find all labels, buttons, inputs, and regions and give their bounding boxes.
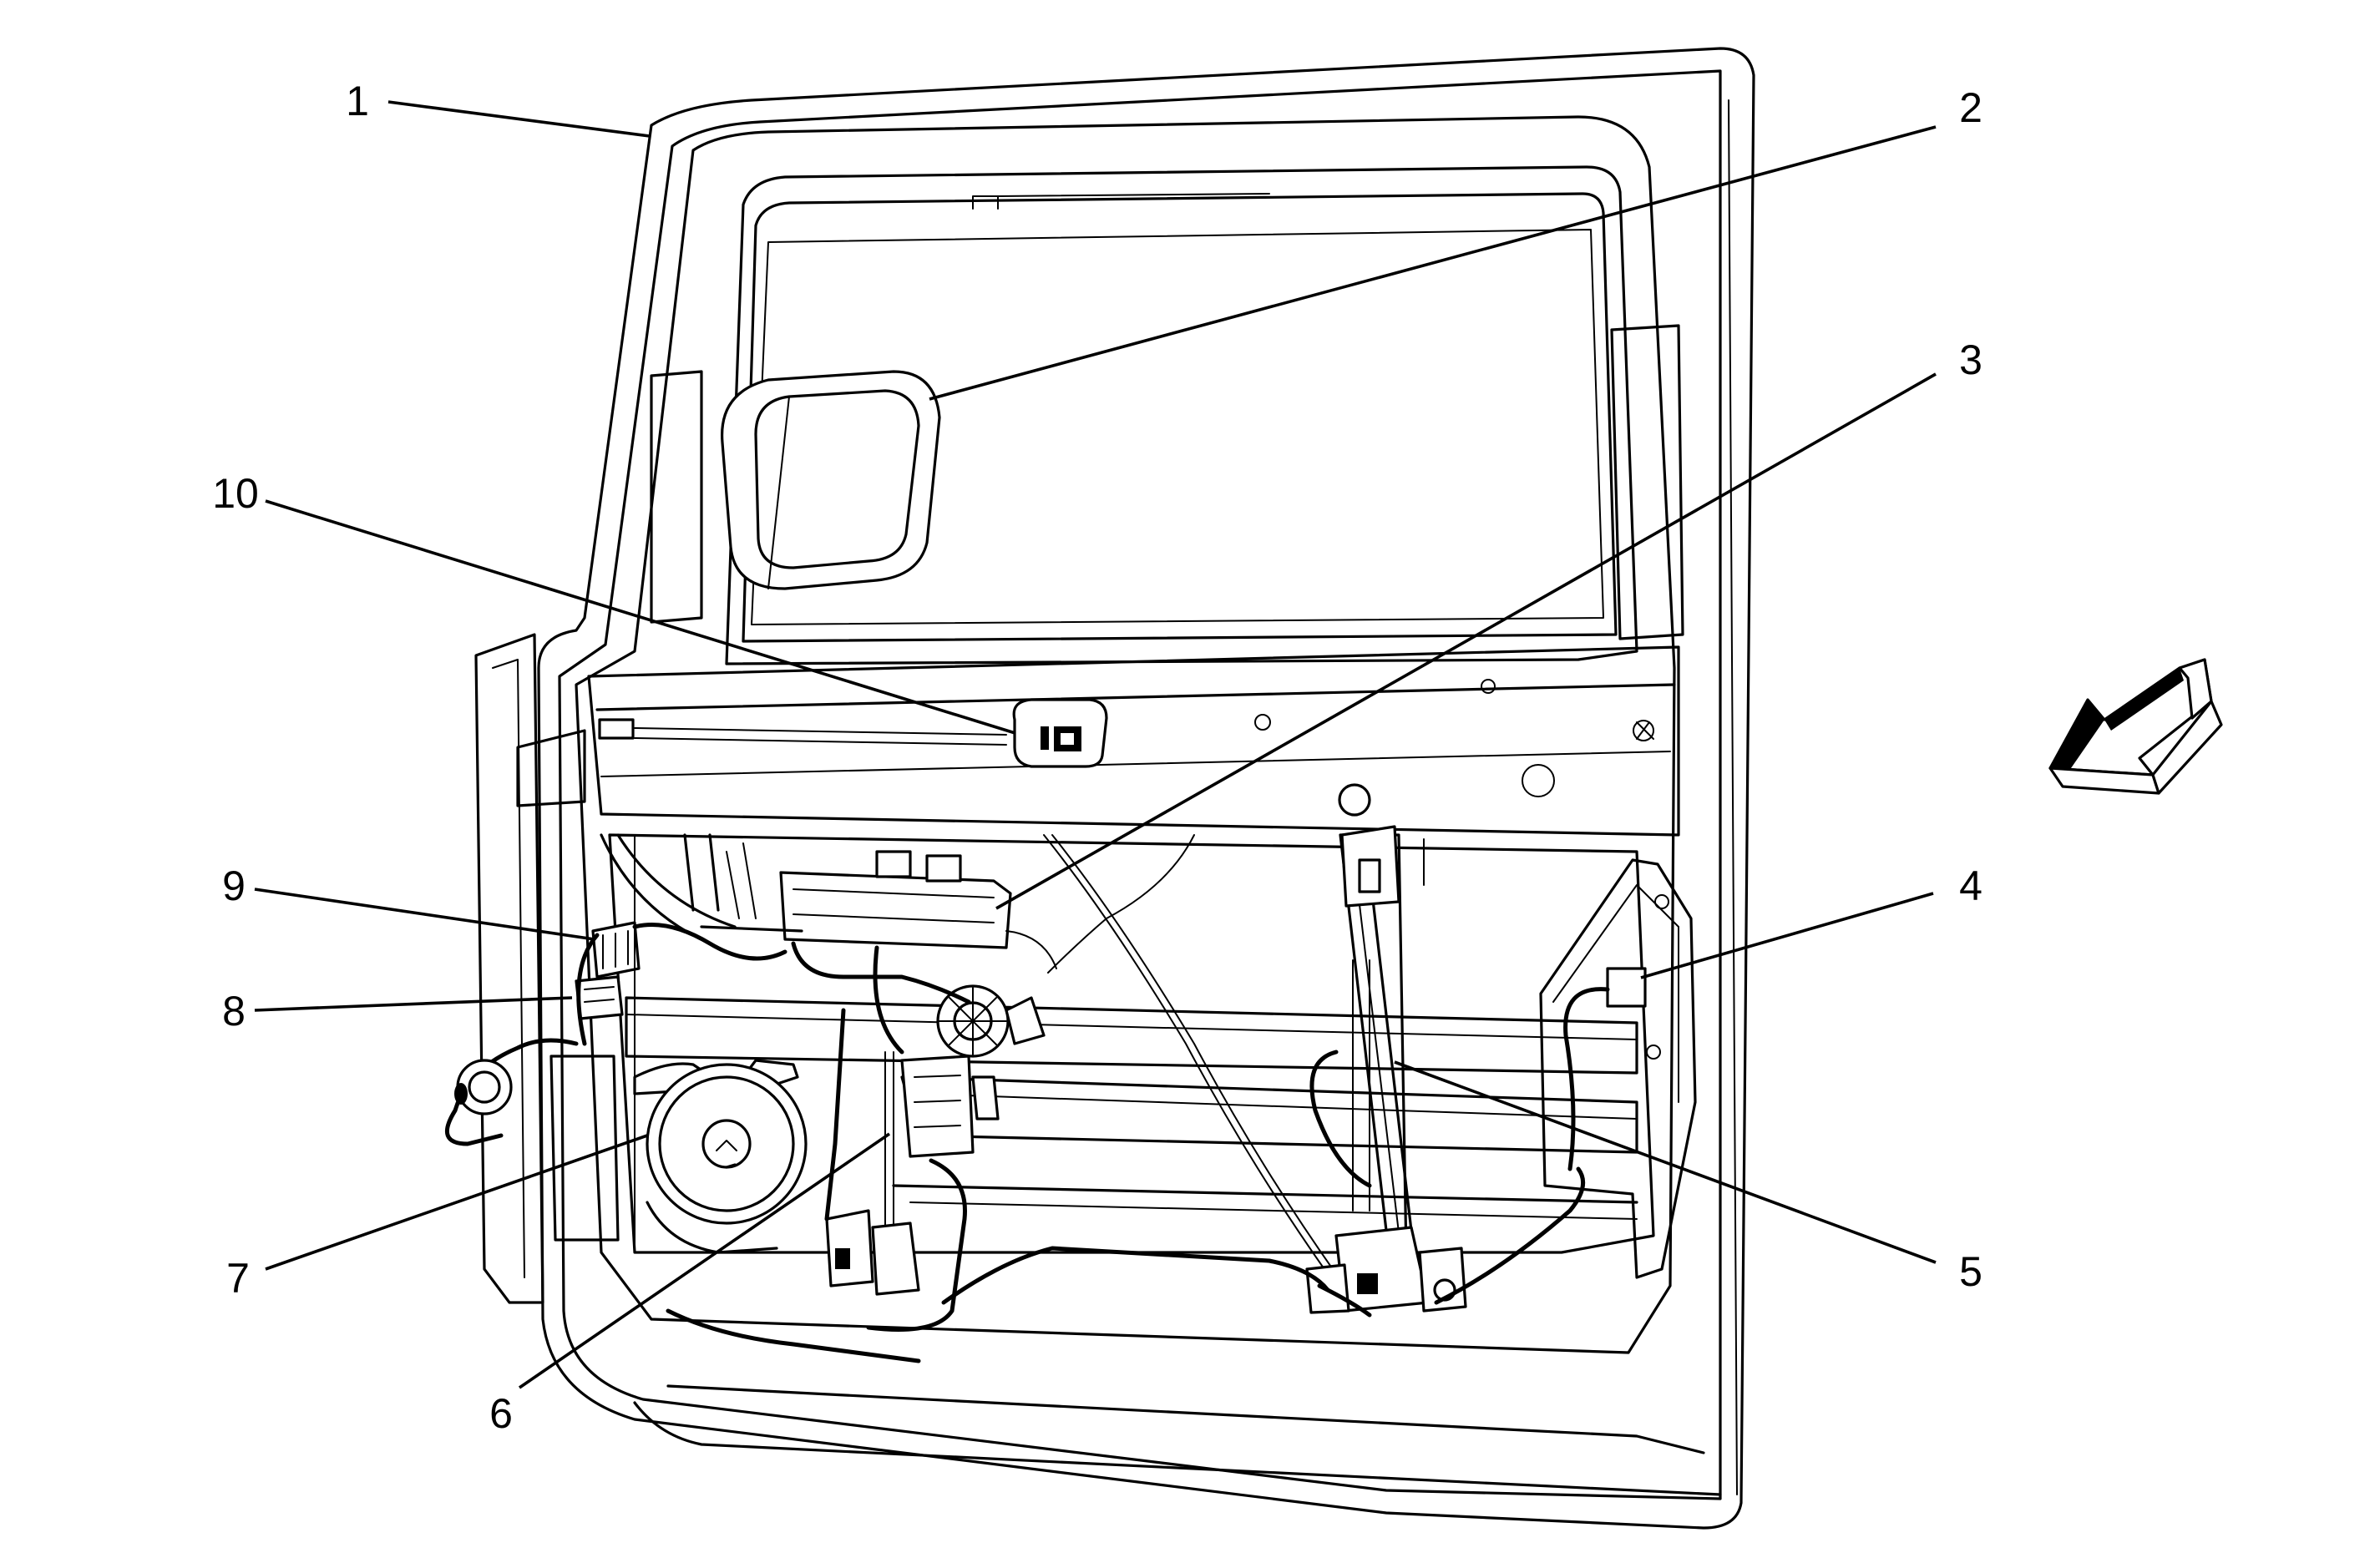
leader-lines	[254, 100, 1937, 1389]
module-harness	[666, 850, 1586, 1363]
leader-10	[265, 499, 1021, 736]
callout-9: 9	[222, 862, 246, 909]
leader-7	[265, 1134, 648, 1271]
window-frame	[650, 165, 1684, 665]
leader-2	[929, 125, 1937, 401]
callout-labels: 1 2 3 4 5 6 7 8 9 10	[212, 78, 1982, 1437]
leader-9	[254, 888, 595, 941]
left-harness	[445, 833, 787, 1146]
door-lock-actuator	[1012, 698, 1108, 768]
callout-4: 4	[1959, 862, 1982, 909]
lower-panel	[608, 833, 1655, 1254]
door-latch	[1539, 858, 1697, 1279]
callout-7: 7	[226, 1255, 250, 1302]
panel-details	[634, 834, 1425, 1253]
callout-5: 5	[1959, 1248, 1982, 1295]
door-shell	[474, 47, 1755, 1530]
window-motor	[825, 984, 1046, 1296]
leader-1	[387, 100, 651, 138]
window-regulator	[1043, 825, 1467, 1314]
outside-mirror	[721, 370, 941, 590]
callout-6: 6	[489, 1390, 513, 1437]
callout-3: 3	[1959, 336, 1982, 383]
callout-2: 2	[1959, 84, 1982, 131]
speaker	[549, 1055, 808, 1254]
callout-1: 1	[346, 78, 369, 124]
belt-panel	[516, 645, 1680, 837]
arrow-left-icon	[2048, 658, 2223, 795]
leader-6	[518, 1132, 891, 1389]
leader-3	[995, 372, 1937, 910]
leader-8	[254, 996, 573, 1012]
leader-5	[1394, 1060, 1937, 1264]
callout-10: 10	[212, 470, 259, 517]
leader-4	[1640, 892, 1934, 979]
callout-8: 8	[222, 988, 246, 1034]
